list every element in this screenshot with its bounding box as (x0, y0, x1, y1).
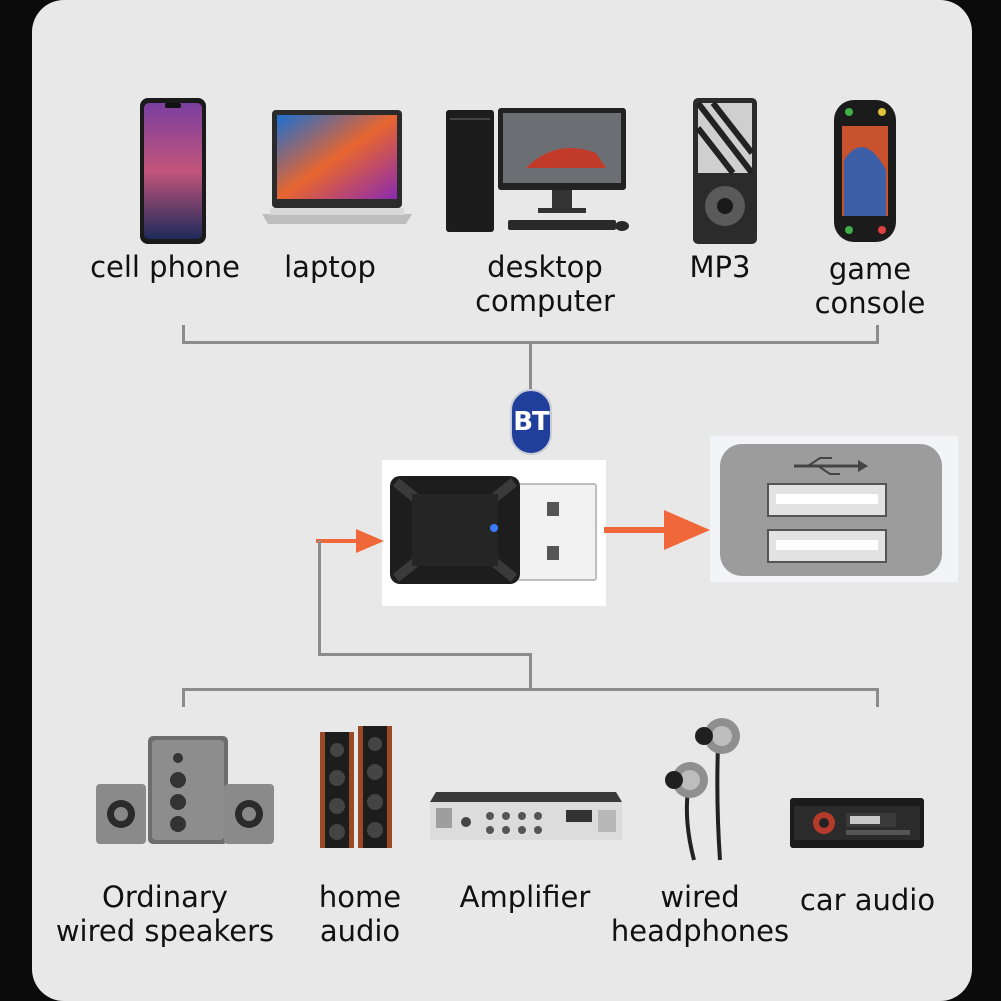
label-ordinary-wired-speakers: Ordinary wired speakers (50, 880, 280, 948)
cell-phone-image (140, 98, 206, 244)
label-wired-headphones: wired headphones (600, 880, 800, 948)
label-cell-phone: cell phone (80, 250, 250, 284)
top-bracket-right-tick (876, 325, 879, 344)
game-console-image (834, 100, 896, 242)
amplifier-image (430, 792, 622, 842)
wired-speakers-image (96, 736, 276, 846)
bottom-bracket-stem (529, 653, 532, 691)
label-line: computer (475, 284, 615, 318)
label-line: laptop (284, 250, 376, 284)
label-desktop-computer: desktop computer (460, 250, 630, 318)
label-line: desktop (487, 250, 603, 284)
bottom-bracket-right-tick (876, 688, 879, 707)
label-line: wired (660, 880, 740, 914)
label-amplifier: Amplifier (445, 880, 605, 914)
bottom-bracket-left-tick (182, 688, 185, 707)
desktop-computer-image (446, 108, 632, 236)
usb-port-image (710, 436, 958, 582)
top-bracket-left-tick (182, 325, 185, 344)
label-line: cell phone (90, 250, 240, 284)
label-home-audio: home audio (300, 880, 420, 948)
laptop-image (262, 110, 412, 226)
mp3-player-image (693, 98, 757, 244)
label-line: console (814, 286, 926, 320)
label-line: headphones (610, 914, 790, 948)
label-line: wired speakers (55, 914, 275, 948)
label-line: Amplifier (459, 880, 591, 914)
input-line-horizontal (318, 653, 532, 656)
label-game-console: game console (800, 252, 940, 320)
label-line: audio (319, 914, 401, 948)
input-line-vertical (318, 540, 321, 656)
bt-badge: BT (510, 389, 552, 455)
bt-badge-text: BT (513, 407, 550, 437)
label-line: home (318, 880, 402, 914)
arrow-into-adapter (316, 526, 386, 556)
label-mp3: MP3 (670, 250, 770, 284)
home-audio-image (320, 726, 394, 852)
car-audio-image (790, 798, 924, 848)
label-laptop: laptop (265, 250, 395, 284)
label-line: car audio (799, 883, 936, 917)
bottom-bracket-bar (182, 688, 879, 691)
bluetooth-adapter-image (382, 460, 606, 606)
top-bracket-stem (529, 341, 532, 389)
wired-headphones-image (664, 712, 746, 862)
label-line: MP3 (689, 250, 751, 284)
arrow-to-usb-port (604, 508, 712, 552)
label-car-audio: car audio (790, 883, 945, 917)
label-line: Ordinary (102, 880, 228, 914)
label-line: game (828, 252, 912, 286)
